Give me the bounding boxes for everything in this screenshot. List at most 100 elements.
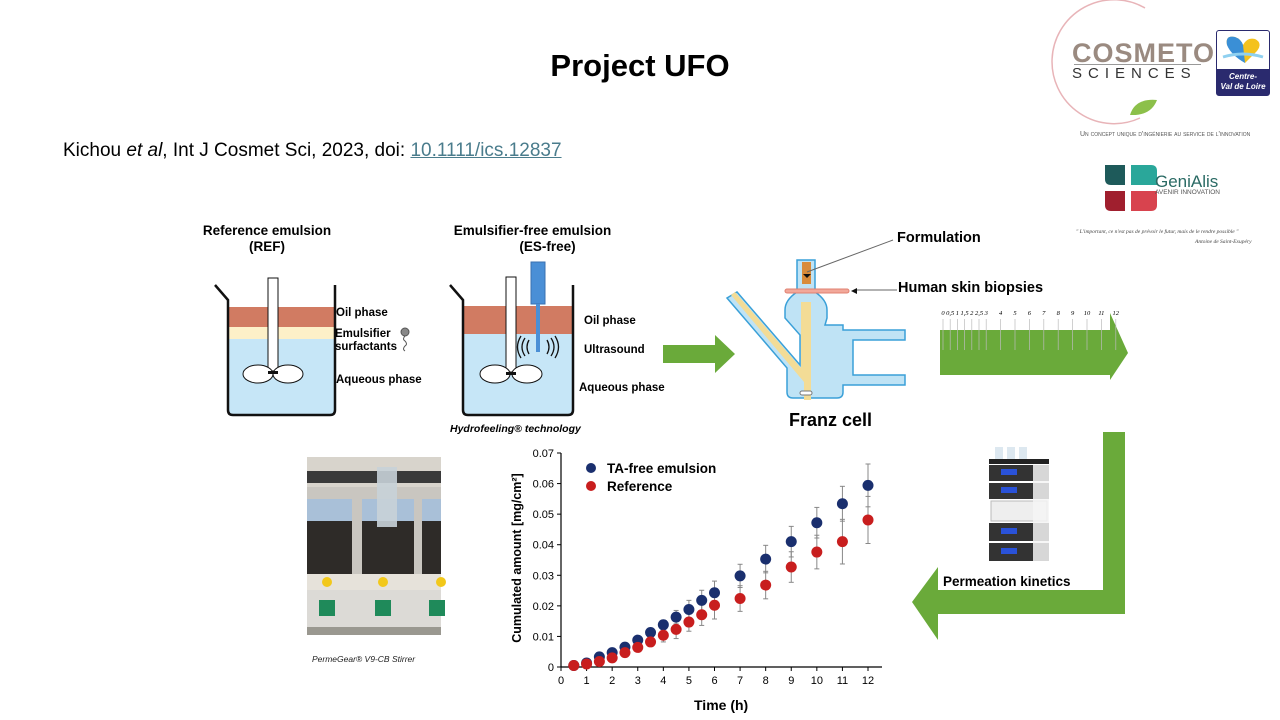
data-point-ta-free	[734, 570, 746, 582]
x-tick-label: 7	[737, 675, 743, 687]
data-point-reference	[606, 652, 618, 664]
ref-oil-label: Oil phase	[336, 307, 388, 319]
timeline-tick-label: 1,5	[961, 310, 970, 317]
ref-aqueous-label: Aqueous phase	[336, 374, 422, 386]
timeline-tick-label: 0,5	[946, 310, 955, 317]
ref-title-line2: (REF)	[249, 239, 285, 254]
genialis-sub: AVENIR INNOVATION	[1155, 189, 1221, 196]
timeline-tick-label: 6	[1028, 310, 1032, 317]
timeline-tick-label: 12	[1113, 310, 1120, 317]
region-line2: Val de Loire	[1220, 82, 1266, 91]
x-tick-label: 0	[558, 675, 564, 687]
data-point-ta-free	[836, 498, 848, 510]
x-tick-label: 4	[660, 675, 666, 687]
citation: Kichou et al, Int J Cosmet Sci, 2023, do…	[63, 140, 562, 162]
timeline-tick-label: 5	[1013, 310, 1017, 317]
data-point-reference	[734, 593, 746, 605]
y-tick-label: 0.02	[533, 601, 554, 613]
es-free-beaker-diagram	[449, 261, 575, 417]
region-centre-val-de-loire-logo: Centre- Val de Loire	[1216, 30, 1270, 96]
x-tick-label: 2	[609, 675, 615, 687]
es-free-title-line2: (ES-free)	[519, 239, 576, 254]
timeline-tick-label: 3	[984, 310, 989, 317]
photo-caption: PermeGear® V9-CB Stirrer	[312, 654, 416, 664]
tagline: Un concept unique d'ingénierie au servic…	[1080, 131, 1251, 138]
x-tick-label: 6	[711, 675, 717, 687]
y-tick-label: 0.04	[533, 540, 554, 552]
data-point-reference	[568, 659, 580, 671]
y-tick-label: 0.03	[533, 570, 554, 582]
data-point-reference	[670, 623, 682, 635]
y-tick-label: 0.05	[533, 509, 554, 521]
citation-journal: , Int J Cosmet Sci, 2023, doi:	[162, 140, 411, 161]
data-point-reference	[593, 655, 605, 667]
data-point-reference	[645, 636, 657, 648]
data-point-ta-free	[785, 536, 797, 548]
genialis-logo-icon	[1105, 165, 1157, 211]
x-tick-label: 12	[862, 675, 874, 687]
data-point-ta-free	[709, 587, 720, 599]
data-point-reference	[709, 599, 720, 611]
x-tick-label: 11	[837, 675, 848, 687]
timeline-tick-label: 1	[956, 310, 959, 317]
timeline-tick-label: 11	[1098, 310, 1104, 317]
timeline-tick-label: 9	[1071, 310, 1075, 317]
permegear-stirrer-photo	[307, 457, 446, 635]
timeline-tick-label: 7	[1042, 310, 1046, 317]
timeline-tick-label: 10	[1084, 310, 1091, 317]
quote: " L'important, ce n'est pas de prévoir l…	[1076, 229, 1239, 235]
x-tick-label: 10	[811, 675, 823, 687]
y-tick-label: 0.07	[533, 448, 554, 460]
timeline-tick-label: 0	[941, 310, 945, 317]
timeline-tick-label: 4	[999, 310, 1003, 317]
data-point-reference	[581, 658, 593, 670]
citation-authors: Kichou	[63, 140, 127, 161]
data-point-ta-free	[645, 626, 657, 638]
ref-title: Reference emulsion (REF)	[187, 223, 347, 255]
x-tick-label: 3	[635, 675, 641, 687]
x-tick-label: 1	[584, 675, 590, 687]
ref-emulsifier-line2: surfactants	[335, 341, 397, 353]
x-tick-label: 9	[788, 675, 794, 687]
doi-link[interactable]: 10.1111/ics.12837	[410, 140, 562, 161]
es-free-ultrasound-label: Ultrasound	[584, 344, 645, 356]
chart-y-label: Cumulated amount [mg/cm²]	[510, 473, 524, 643]
chart-x-label: Time (h)	[694, 697, 749, 713]
data-point-ta-free	[811, 517, 823, 529]
hydrofeeling-label: Hydrofeeling® technology	[450, 423, 581, 435]
legend-label: TA-free emulsion	[607, 461, 716, 476]
data-point-reference	[811, 546, 823, 558]
x-tick-label: 5	[686, 675, 692, 687]
quote-author: Antoine de Saint-Exupéry	[1195, 239, 1252, 245]
data-point-reference	[619, 647, 631, 659]
data-point-ta-free	[670, 611, 682, 623]
region-line1: Centre-	[1228, 72, 1257, 81]
data-point-reference	[696, 609, 708, 621]
cosmeto-text: COSMETO	[1072, 38, 1216, 68]
es-free-title-line1: Emulsifier-free emulsion	[453, 223, 612, 238]
data-point-reference	[632, 641, 644, 653]
data-point-reference	[785, 561, 797, 573]
genialis-name: GeniAlis	[1155, 172, 1219, 191]
es-free-oil-label: Oil phase	[584, 315, 636, 327]
formulation-label: Formulation	[897, 230, 981, 246]
x-tick-label: 8	[763, 675, 769, 687]
legend-marker	[586, 481, 596, 491]
data-point-ta-free	[760, 553, 772, 565]
hplc-instrument-image	[989, 447, 1049, 561]
timeline-tick-label: 2,5	[975, 310, 984, 317]
es-free-aqueous-label: Aqueous phase	[579, 382, 665, 394]
skin-biopsies-label: Human skin biopsies	[898, 280, 1044, 296]
ref-emulsifier-line1: Emulsifier	[335, 328, 391, 340]
permeation-kinetics-label: Permeation kinetics	[943, 574, 1071, 589]
legend-label: Reference	[607, 479, 673, 494]
data-point-ta-free	[657, 619, 669, 631]
y-tick-label: 0.06	[533, 479, 554, 491]
franz-cell-label: Franz cell	[789, 410, 873, 430]
timeline-tick-label: 2	[970, 310, 974, 317]
sciences-text: SCIENCES	[1072, 65, 1197, 82]
data-point-ta-free	[683, 604, 695, 616]
